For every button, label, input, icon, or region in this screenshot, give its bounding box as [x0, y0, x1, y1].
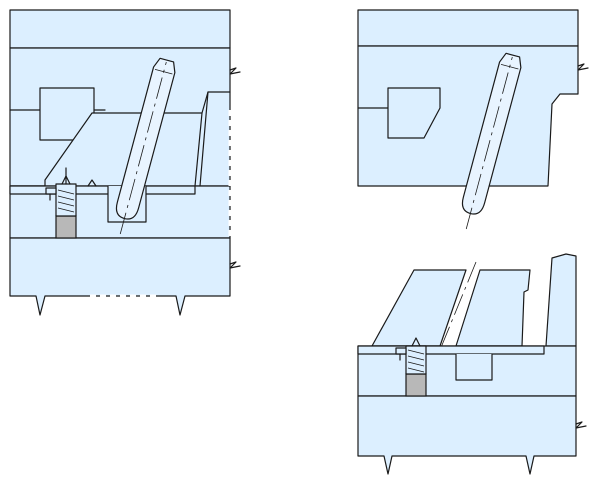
top-clamp-plate: [9, 9, 231, 49]
spring-detent: [395, 337, 427, 397]
slide-edge: [545, 253, 577, 347]
slide: [44, 112, 203, 187]
break-mark: [575, 421, 587, 429]
cavity-plate: [357, 45, 579, 187]
open-mold-lower-view: [357, 253, 587, 475]
angle-pin: [115, 57, 176, 235]
slide: [371, 269, 467, 347]
break-mark: [229, 67, 241, 75]
spring-detent: [45, 167, 77, 239]
slide-face: [199, 91, 209, 187]
stop-triangle: [87, 179, 97, 187]
support-plate: [357, 395, 577, 475]
wear-strip: [9, 185, 196, 195]
break-mark: [577, 63, 589, 71]
top-clamp-plate: [357, 9, 579, 47]
angle-pin-axis: [439, 261, 477, 351]
support-plate: [9, 237, 231, 316]
slide-pocket: [455, 354, 493, 381]
wear-strip: [357, 345, 545, 355]
angle-pin: [461, 52, 522, 230]
slide: [455, 269, 531, 347]
break-mark: [229, 261, 241, 269]
closed-mold-view: [9, 9, 241, 316]
heel-block: [387, 87, 441, 139]
open-mold-upper-view: [357, 9, 589, 230]
